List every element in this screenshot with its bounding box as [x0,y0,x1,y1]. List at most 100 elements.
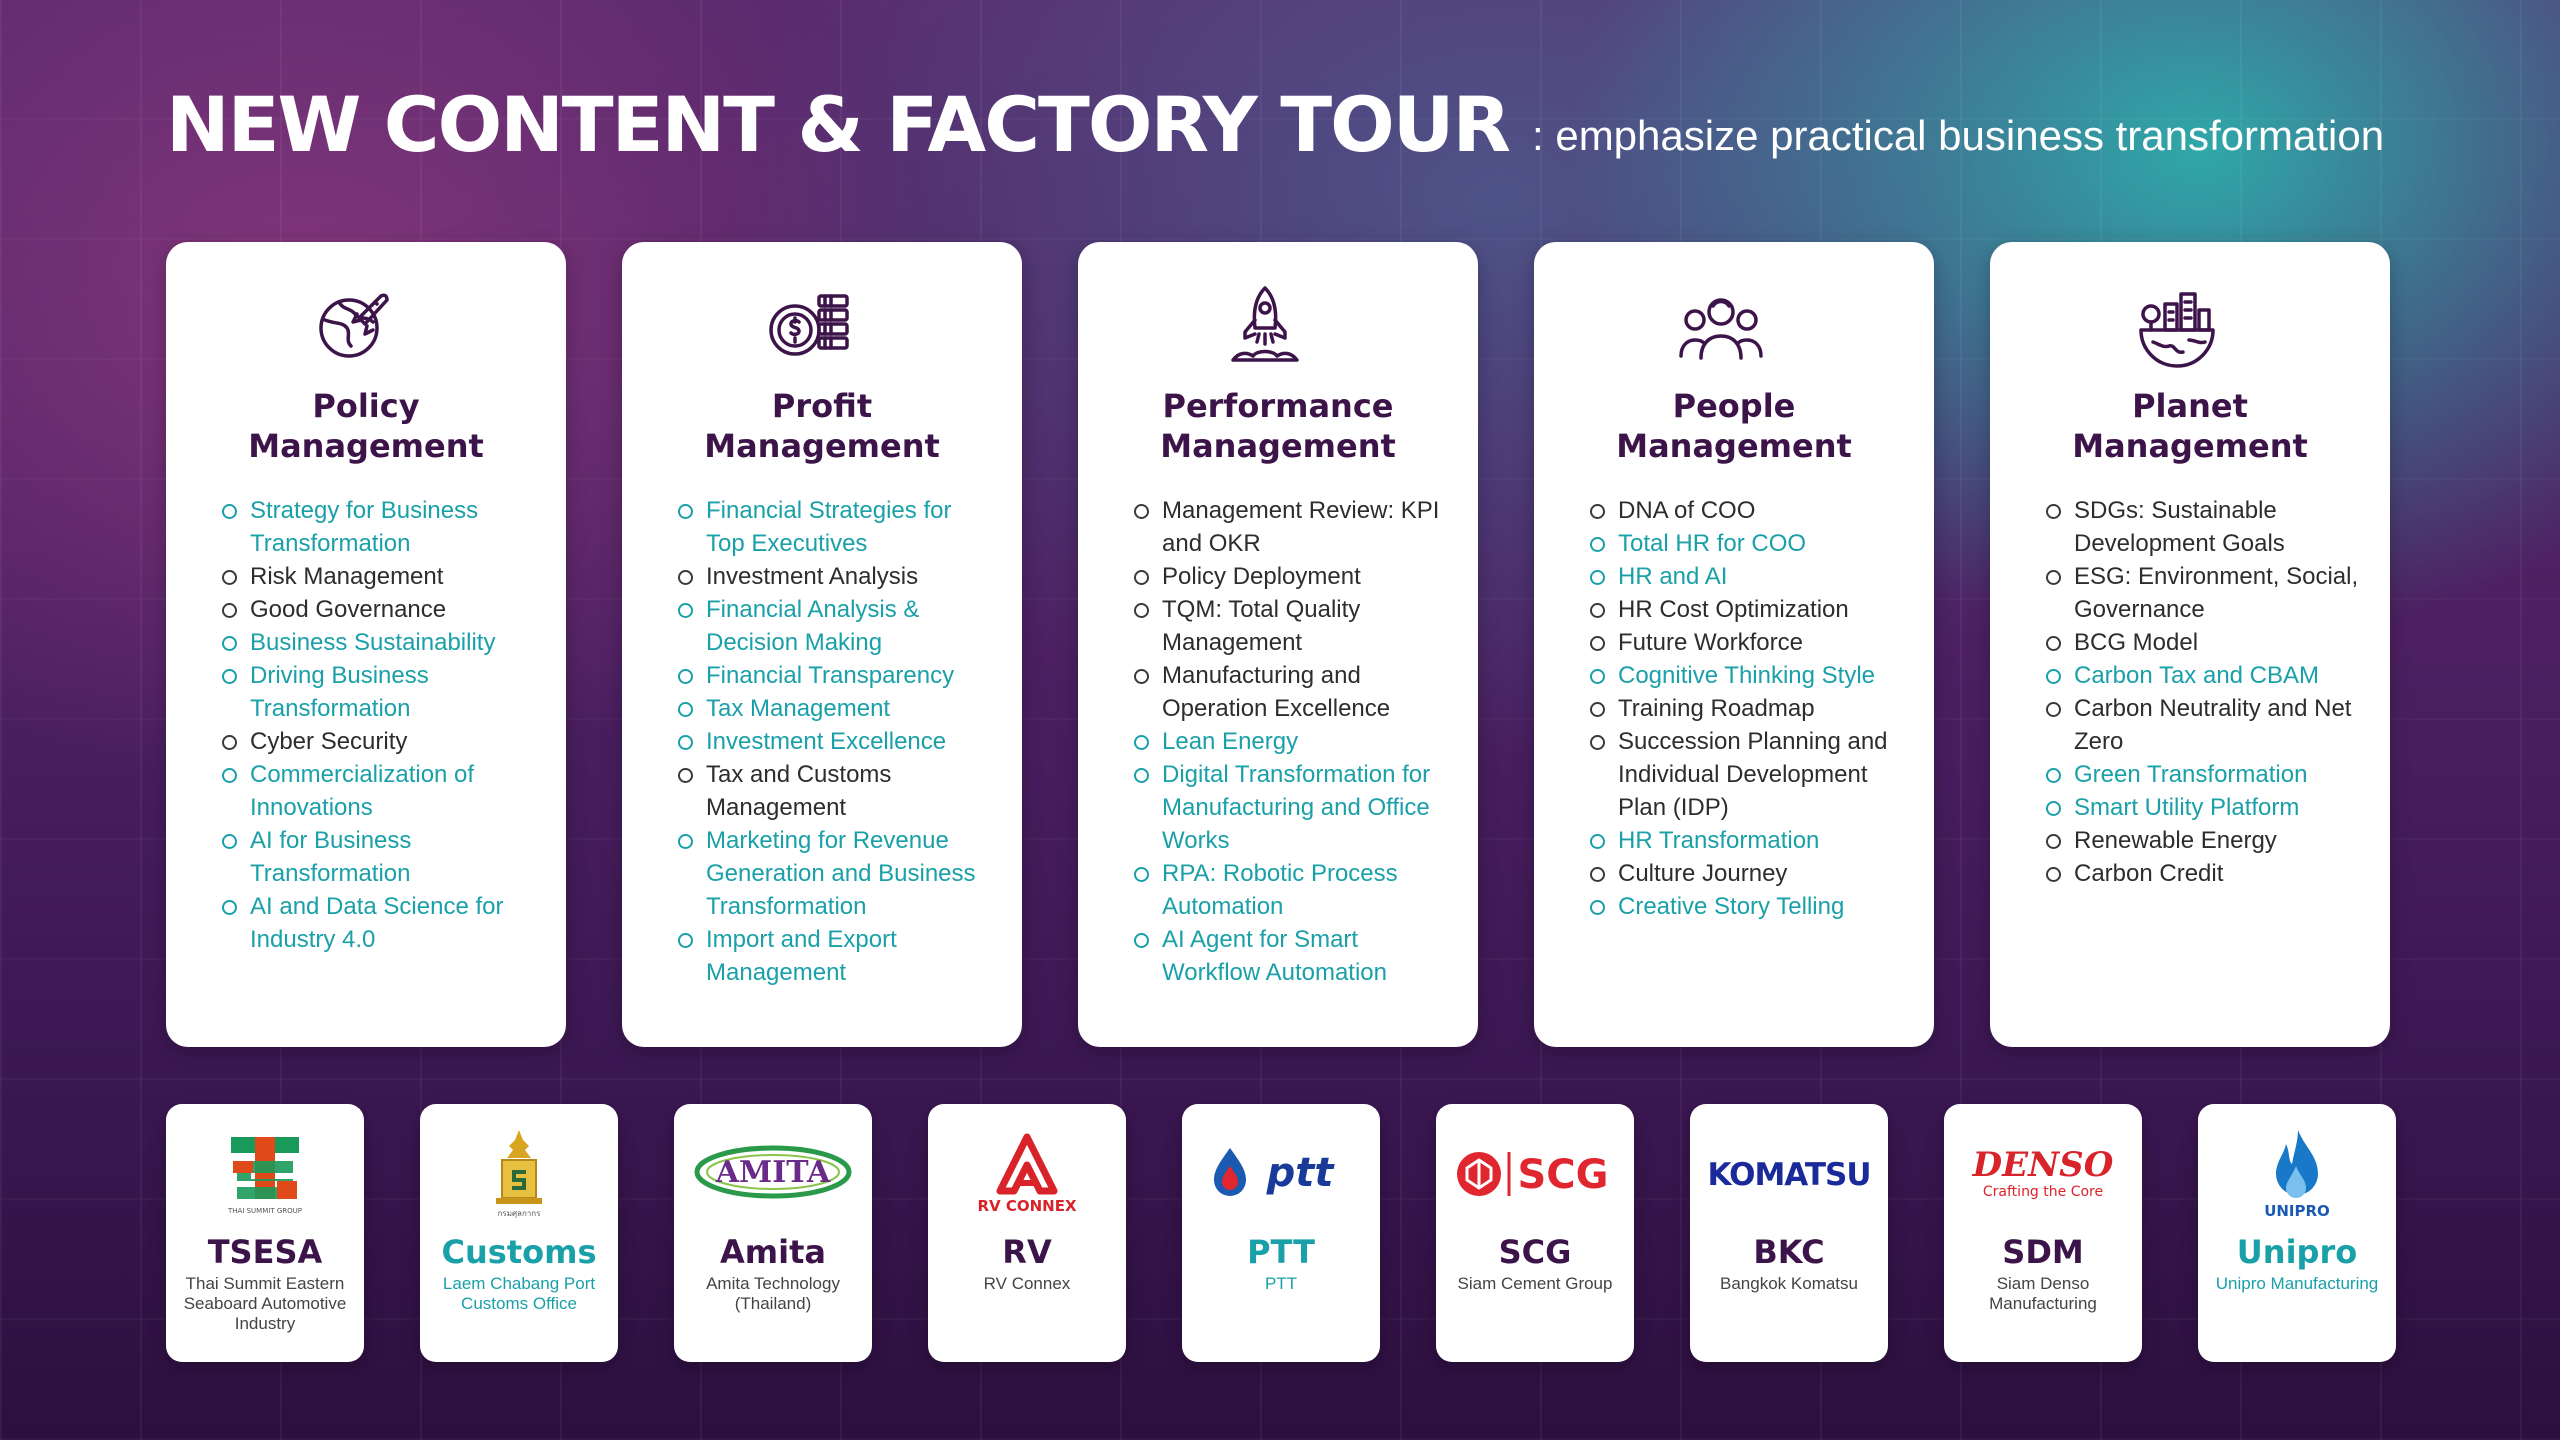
card-title-line: Management [1616,427,1852,465]
scg-logo: SCG [1436,1126,1634,1222]
company-full-name: Amita Technology (Thailand) [706,1274,840,1313]
topic-list: SDGs: Sustainable Development Goals ESG:… [2046,494,2360,890]
company-full-name: Siam Denso Manufacturing [1989,1274,2097,1313]
page-title: NEW CONTENT & FACTORY TOUR [166,80,1511,169]
ptt-logo-text: ptt [1266,1150,1336,1196]
denso-logo: DENSO Crafting the Core [1944,1126,2142,1222]
topic-item: Green Transformation [2046,758,2360,791]
people-group-icon [1677,280,1765,368]
card-title-line: Management [704,427,940,465]
customs-logo: กรมศุลกากร [420,1126,618,1222]
topic-item: Lean Energy [1134,725,1448,758]
topic-item: AI for Business Transformation [222,824,536,890]
topic-item: RPA: Robotic Process Automation [1134,857,1448,923]
unipro-logo-text: UNIPRO [2264,1202,2330,1220]
topic-item: HR and AI [1590,560,1904,593]
topic-item: Good Governance [222,593,536,626]
topic-list: Financial Strategies for Top Executives … [678,494,992,989]
logo-card-scg: SCG SCG Siam Cement Group [1436,1104,1634,1362]
topic-item: Tax and Customs Management [678,758,992,824]
company-full-name: PTT [1264,1274,1298,1293]
logo-card-rv: RV CONNEX RV RV Connex [928,1104,1126,1362]
card-policy-management: Policy Management Strategy for Business … [166,242,566,1047]
topic-item: BCG Model [2046,626,2360,659]
topic-item: Creative Story Telling [1590,890,1904,923]
company-full-name: Siam Cement Group [1457,1274,1613,1293]
topic-item: Investment Analysis [678,560,992,593]
topic-item: AI Agent for Smart Workflow Automation [1134,923,1448,989]
company-short-name: Amita [720,1233,826,1271]
rv-logo-text: RV CONNEX [977,1197,1076,1215]
topic-item: DNA of COO [1590,494,1904,527]
card-title-line: Management [248,427,484,465]
card-title-line: Planet [2132,387,2248,425]
topic-list: DNA of COO Total HR for COO HR and AI HR… [1590,494,1904,923]
topic-item: Tax Management [678,692,992,725]
topic-item: Carbon Credit [2046,857,2360,890]
topic-item: Financial Transparency [678,659,992,692]
ptt-logo: ptt [1182,1126,1380,1222]
topic-item: Digital Transformation for Manufacturing… [1134,758,1448,857]
card-profit-management: Profit Management Financial Strategies f… [622,242,1022,1047]
factory-tour-logos: THAI SUMMIT GROUP TSESA Thai Summit East… [166,1104,2396,1362]
amita-logo-text: AMITA [715,1155,831,1190]
card-performance-management: Performance Management Management Review… [1078,242,1478,1047]
topic-item: ESG: Environment, Social, Governance [2046,560,2360,626]
company-short-name: SCG [1498,1233,1572,1271]
topic-item: Management Review: KPI and OKR [1134,494,1448,560]
topic-item: Investment Excellence [678,725,992,758]
topic-item: Cognitive Thinking Style [1590,659,1904,692]
company-short-name: RV [1002,1233,1052,1271]
topic-item: AI and Data Science for Industry 4.0 [222,890,536,956]
logo-card-tsesa: THAI SUMMIT GROUP TSESA Thai Summit East… [166,1104,364,1362]
topic-item: Cyber Security [222,725,536,758]
topic-item: HR Transformation [1590,824,1904,857]
topic-item: SDGs: Sustainable Development Goals [2046,494,2360,560]
card-planet-management: Planet Management SDGs: Sustainable Deve… [1990,242,2390,1047]
card-title-line: Policy [312,387,420,425]
topic-item: Policy Deployment [1134,560,1448,593]
komatsu-logo: KOMATSU [1690,1126,1888,1222]
company-short-name: Unipro [2236,1233,2358,1271]
coin-stack-icon [765,280,853,368]
card-title-line: People [1672,387,1796,425]
topic-item: Succession Planning and Individual Devel… [1590,725,1904,824]
topic-item: Manufacturing and Operation Excellence [1134,659,1448,725]
scg-logo-text: SCG [1518,1152,1609,1198]
topic-item: Future Workforce [1590,626,1904,659]
topic-item: Strategy for Business Transformation [222,494,536,560]
topic-item: Financial Analysis & Decision Making [678,593,992,659]
company-full-name: Unipro Manufacturing [2215,1274,2379,1293]
topic-item: Import and Export Management [678,923,992,989]
topic-item: Financial Strategies for Top Executives [678,494,992,560]
planet-city-icon [2133,280,2221,368]
topic-list: Management Review: KPI and OKR Policy De… [1134,494,1448,989]
globe-rocket-icon [309,280,397,368]
card-title-line: Performance [1162,387,1394,425]
logo-card-customs: กรมศุลกากร Customs Laem Chabang Port Cus… [420,1104,618,1362]
company-short-name: Customs [441,1233,597,1271]
topic-list: Strategy for Business Transformation Ris… [222,494,536,956]
company-full-name: Laem Chabang Port Customs Office [442,1274,596,1313]
komatsu-logo-text: KOMATSU [1707,1157,1870,1193]
tsesa-logo: THAI SUMMIT GROUP [166,1126,364,1222]
company-short-name: TSESA [207,1233,323,1271]
topic-item: Smart Utility Platform [2046,791,2360,824]
topic-item: Driving Business Transformation [222,659,536,725]
card-title-line: Profit [771,387,873,425]
logo-card-bkc: KOMATSU BKC Bangkok Komatsu [1690,1104,1888,1362]
company-short-name: BKC [1753,1233,1825,1271]
topic-item: Carbon Tax and CBAM [2046,659,2360,692]
company-full-name: Thai Summit Eastern Seaboard Automotive … [183,1274,347,1333]
customs-logo-text: กรมศุลกากร [498,1209,542,1218]
company-full-name: Bangkok Komatsu [1720,1274,1858,1293]
topic-item: Training Roadmap [1590,692,1904,725]
company-full-name: RV Connex [983,1274,1071,1293]
unipro-logo: UNIPRO [2198,1126,2396,1222]
management-cards: Policy Management Strategy for Business … [166,242,2390,1047]
page-subtitle: : emphasize practical business transform… [1532,112,2385,159]
topic-item: Carbon Neutrality and Net Zero [2046,692,2360,758]
rv-connex-logo: RV CONNEX [928,1126,1126,1222]
topic-item: Marketing for Revenue Generation and Bus… [678,824,992,923]
amita-logo: AMITA [674,1126,872,1222]
